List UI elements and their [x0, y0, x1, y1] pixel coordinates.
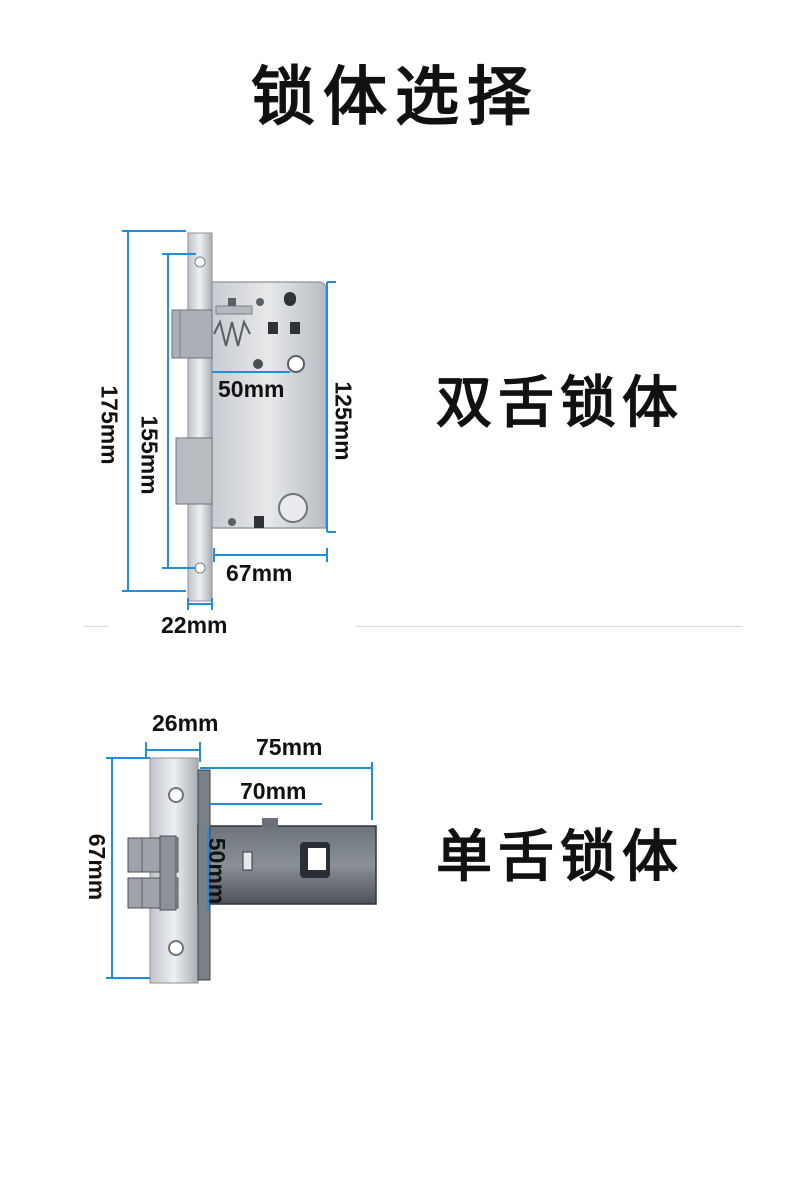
- double-faceplate-width-label: 22mm: [161, 612, 228, 638]
- double-body-depth-label: 67mm: [226, 560, 293, 586]
- single-body-height-label: 50mm: [204, 837, 231, 905]
- double-tongue-lock-image: [122, 230, 336, 610]
- double-tongue-label: 双舌锁体: [436, 371, 684, 436]
- single-backset-label: 70mm: [240, 778, 307, 804]
- single-dimension-lines: [106, 742, 373, 979]
- double-dimension-lines: [122, 230, 336, 610]
- double-body-height-label: 125mm: [330, 381, 357, 461]
- single-tongue-lock-image: [106, 742, 377, 984]
- double-screw-spacing-label: 155mm: [136, 415, 163, 495]
- single-faceplate-height-label: 67mm: [84, 833, 111, 901]
- single-faceplate-width-label: 26mm: [152, 710, 219, 736]
- single-total-length-label: 75mm: [256, 734, 323, 760]
- double-faceplate-height-label: 175mm: [96, 385, 123, 465]
- single-tongue-label: 单舌锁体: [436, 825, 684, 890]
- section-divider-right: [356, 626, 742, 627]
- section-divider-left: [84, 626, 108, 627]
- double-backset-label: 50mm: [218, 376, 285, 402]
- page-title: 锁体选择: [251, 61, 539, 135]
